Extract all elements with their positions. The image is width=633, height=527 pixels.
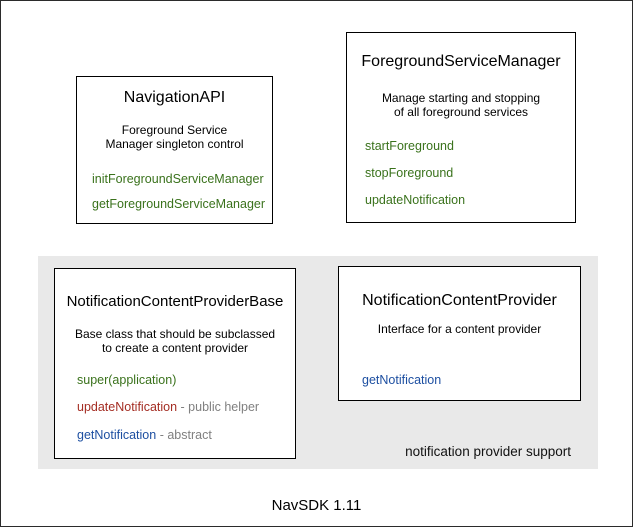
method-annotation: - abstract <box>156 428 212 442</box>
class-box-notification-content-provider: NotificationContentProvider Interface fo… <box>338 266 581 401</box>
method-name: startForeground <box>365 139 454 153</box>
method-super-application: super(application) <box>77 373 176 388</box>
class-box-foreground-service-manager: ForegroundServiceManager Manage starting… <box>346 32 576 223</box>
description-line: to create a content provider <box>101 341 249 355</box>
method-getNotification-abstract: getNotification - abstract <box>77 428 212 443</box>
method-initForegroundServiceManager: initForegroundServiceManager <box>92 172 264 187</box>
class-title: NotificationContentProvider <box>362 292 557 309</box>
class-description: Manage starting and stopping of all fore… <box>347 91 575 119</box>
description-line: Manage starting and stopping <box>381 91 541 105</box>
method-name: super(application) <box>77 373 177 387</box>
class-title: NotificationContentProviderBase <box>66 293 284 310</box>
class-box-navigation-api: NavigationAPI Foreground Service Manager… <box>76 76 273 224</box>
method-name: getNotification <box>77 428 157 442</box>
class-box-notification-content-provider-base: NotificationContentProviderBase Base cla… <box>54 268 296 459</box>
description-line: Foreground Service <box>121 123 228 137</box>
description-line: of all foreground services <box>393 105 529 119</box>
method-name: stopForeground <box>365 166 454 180</box>
method-name: updateNotification <box>365 193 466 207</box>
class-description: Foreground Service Manager singleton con… <box>77 123 272 151</box>
description-line: Base class that should be subclassed <box>74 327 276 341</box>
class-title: ForegroundServiceManager <box>361 53 561 70</box>
method-name: initForegroundServiceManager <box>92 172 264 186</box>
class-title: NavigationAPI <box>123 89 226 106</box>
sdk-version-label: NavSDK 1.11 <box>271 497 362 514</box>
method-name: updateNotification <box>77 400 178 414</box>
method-updateNotification: updateNotification <box>365 193 465 208</box>
method-stopForeground: stopForeground <box>365 166 453 181</box>
method-name: getNotification <box>362 373 442 387</box>
region-label: notification provider support <box>405 444 571 459</box>
class-description: Interface for a content provider <box>339 322 580 336</box>
method-name: getForegroundServiceManager <box>92 197 266 211</box>
method-getForegroundServiceManager: getForegroundServiceManager <box>92 197 265 212</box>
method-startForeground: startForeground <box>365 139 454 154</box>
description-line: Interface for a content provider <box>377 322 542 336</box>
method-updateNotification-public-helper: updateNotification - public helper <box>77 400 259 415</box>
description-line: Manager singleton control <box>105 137 244 151</box>
method-getNotification: getNotification <box>362 373 441 388</box>
class-description: Base class that should be subclassed to … <box>55 327 295 355</box>
method-annotation: - public helper <box>177 400 260 414</box>
